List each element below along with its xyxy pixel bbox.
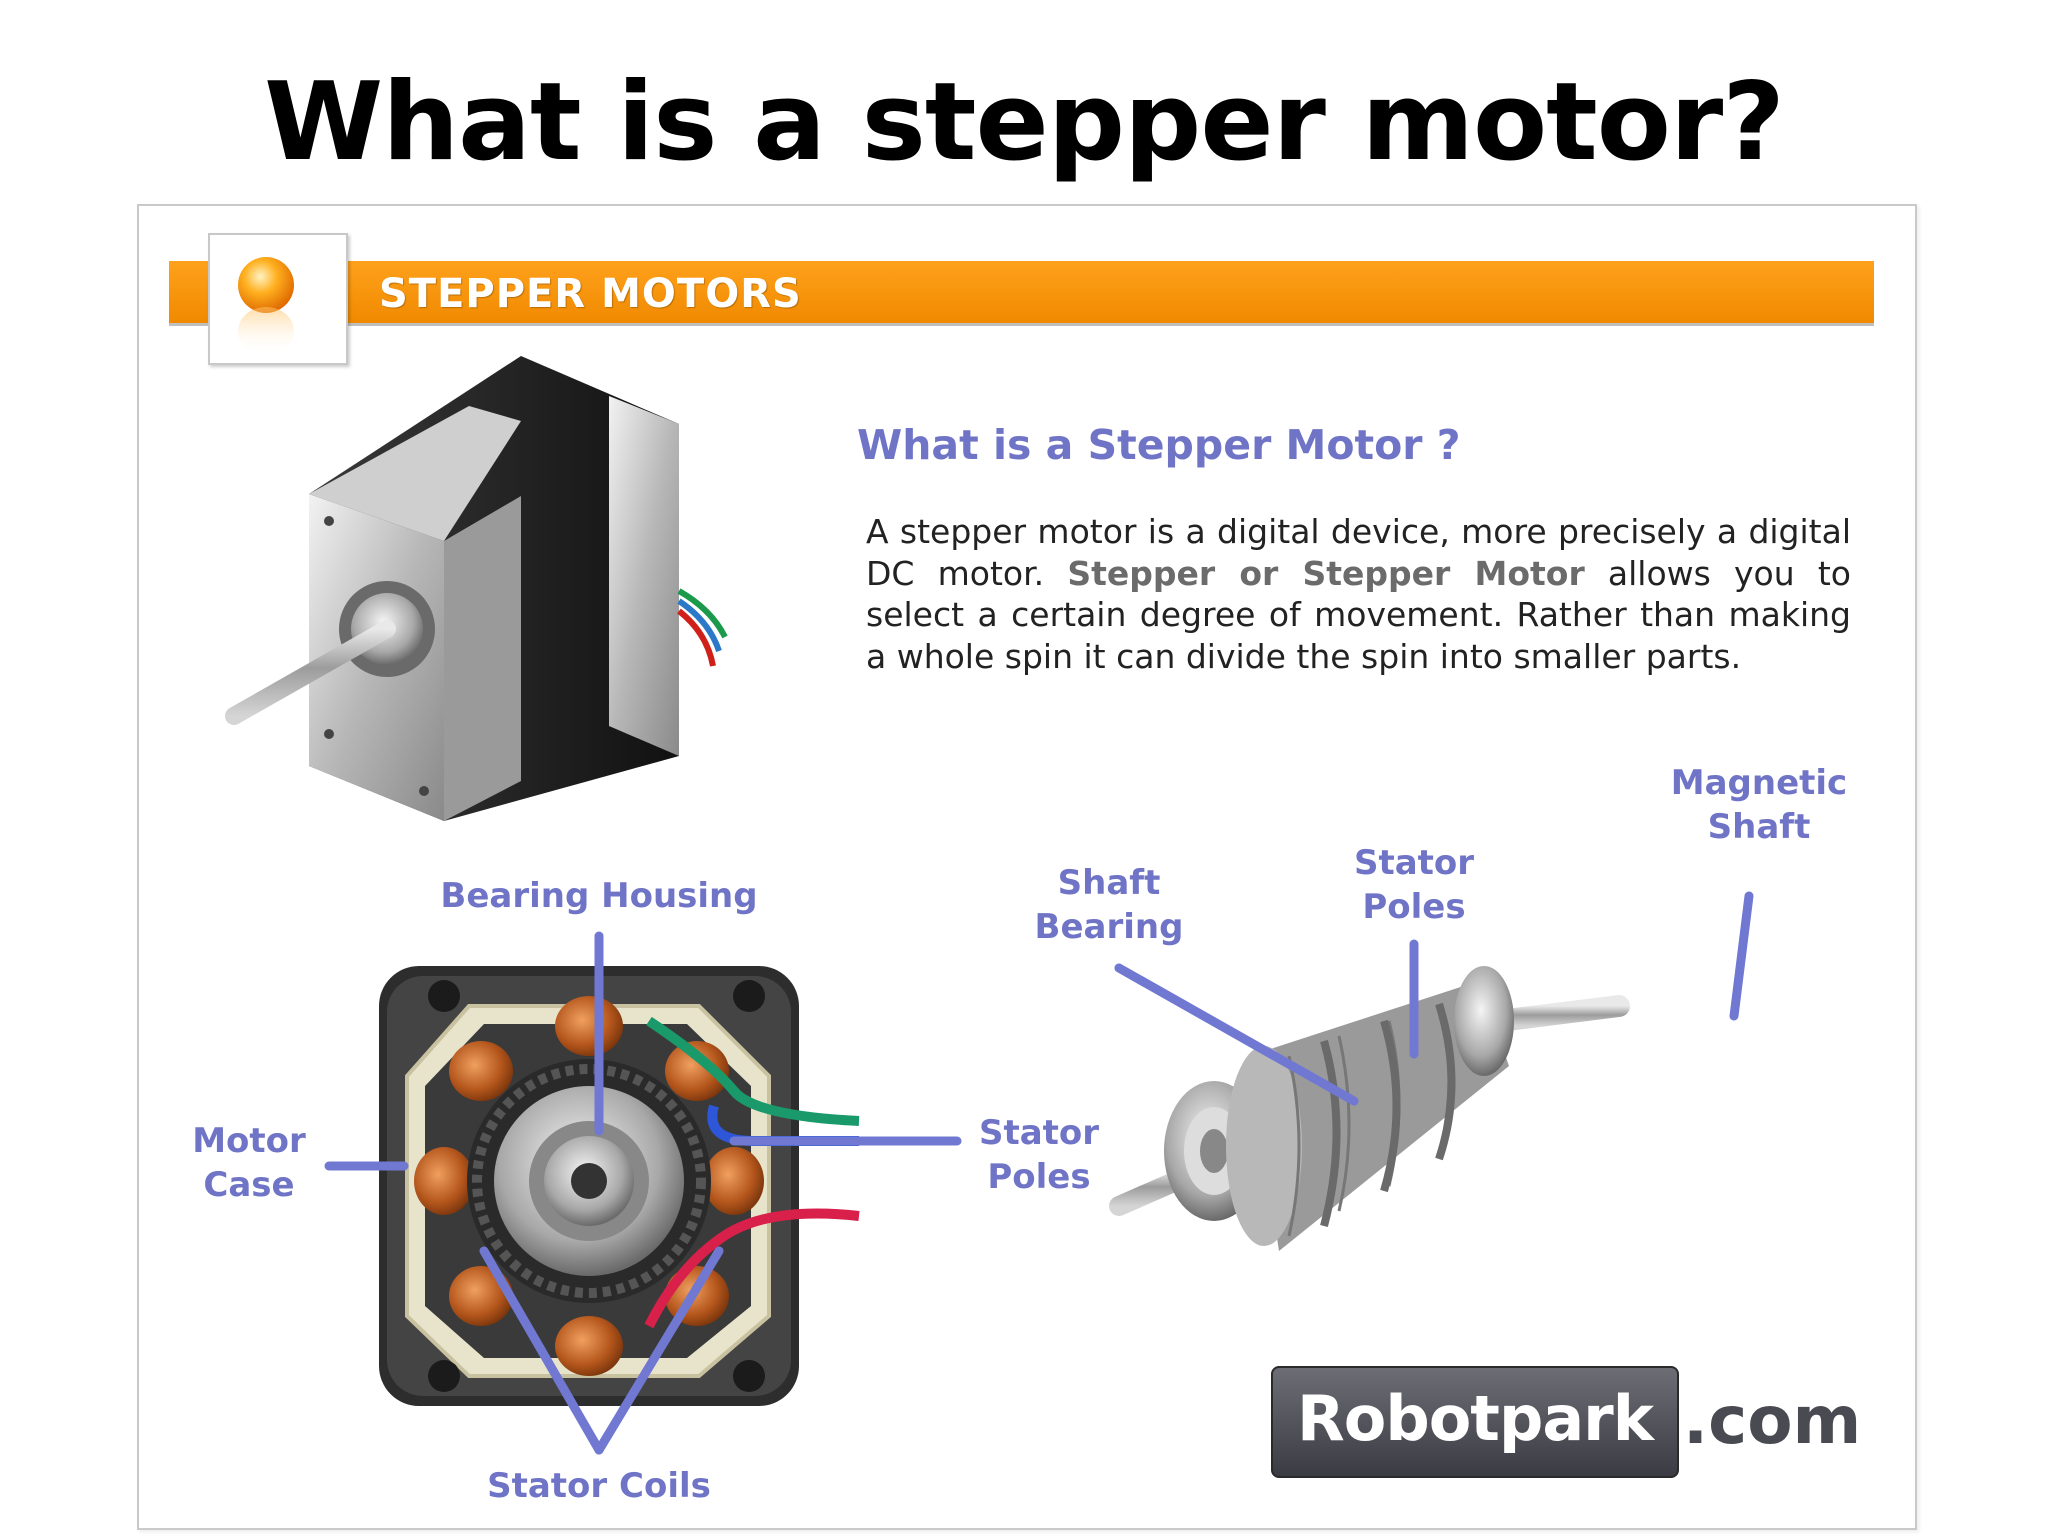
section-heading: What is a Stepper Motor ? bbox=[857, 421, 1461, 469]
diagram-illustrations bbox=[225, 356, 1754, 1455]
section-banner: STEPPER MOTORS bbox=[169, 261, 1874, 326]
banner-title: STEPPER MOTORS bbox=[379, 271, 802, 317]
logo-domain: .com bbox=[1683, 1382, 1862, 1459]
description-text-1: A stepper motor is a digital device, mor… bbox=[866, 512, 1851, 593]
banner-orb-box bbox=[208, 233, 348, 365]
content-panel: STEPPER MOTORS What is a Stepper Motor ?… bbox=[137, 204, 1917, 1530]
logo-name: Robotpark bbox=[1297, 1382, 1654, 1455]
slide-title: What is a stepper motor? bbox=[264, 60, 1785, 185]
label-bearing-housing: Bearing Housing bbox=[440, 876, 758, 916]
motor-interior-image bbox=[379, 966, 860, 1406]
robotpark-logo: Robotpark bbox=[1271, 1366, 1679, 1478]
stepper-motor-image bbox=[225, 356, 728, 821]
description-bold: Stepper or Stepper Motor bbox=[1067, 553, 1585, 593]
leader-lines bbox=[324, 891, 1754, 1455]
description-paragraph: A stepper motor is a digital device, mor… bbox=[866, 511, 1851, 677]
orange-orb-icon bbox=[238, 257, 294, 355]
label-stator-coils: Stator Coils bbox=[487, 1466, 711, 1506]
description-text-2: allows you to select a certain degree of… bbox=[866, 553, 1851, 676]
rotor-image bbox=[1109, 966, 1630, 1251]
